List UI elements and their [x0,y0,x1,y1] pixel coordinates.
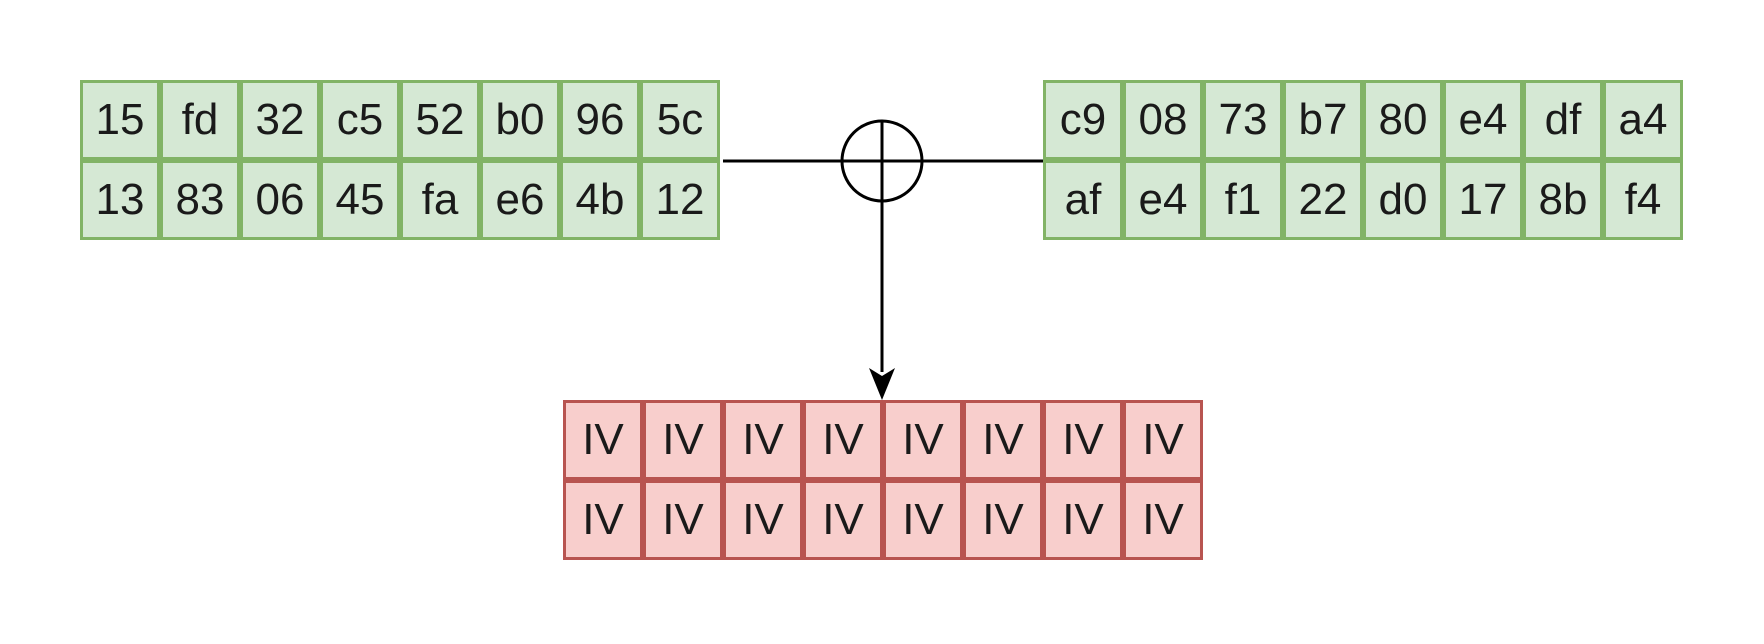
hex-cell: IV [1123,400,1203,480]
hex-cell: e4 [1123,160,1203,240]
hex-cell: e6 [480,160,560,240]
hex-cell: 13 [80,160,160,240]
hex-cell: c5 [320,80,400,160]
hex-cell: IV [963,400,1043,480]
hex-cell: 73 [1203,80,1283,160]
hex-cell: IV [1043,400,1123,480]
hex-cell: 08 [1123,80,1203,160]
hex-cell: IV [643,400,723,480]
hex-cell: IV [723,480,803,560]
hex-cell: c9 [1043,80,1123,160]
hex-cell: IV [643,480,723,560]
hex-cell: b0 [480,80,560,160]
hex-cell: df [1523,80,1603,160]
hex-cell: IV [723,400,803,480]
hex-cell: 83 [160,160,240,240]
hex-cell: f1 [1203,160,1283,240]
hex-cell: IV [803,480,883,560]
hex-cell: IV [963,480,1043,560]
arrowhead-icon [869,368,895,400]
hex-cell: 12 [640,160,720,240]
hex-cell: 45 [320,160,400,240]
hex-cell: IV [1123,480,1203,560]
hex-cell: 96 [560,80,640,160]
hex-cell: 5c [640,80,720,160]
hex-cell: 17 [1443,160,1523,240]
hex-cell: e4 [1443,80,1523,160]
hex-cell: 22 [1283,160,1363,240]
xor-icon [840,119,924,203]
hex-cell: IV [883,400,963,480]
hex-cell: IV [563,480,643,560]
hex-cell: 8b [1523,160,1603,240]
hex-cell: b7 [1283,80,1363,160]
hex-cell: fd [160,80,240,160]
hex-cell: 15 [80,80,160,160]
hex-cell: 80 [1363,80,1443,160]
hex-cell: a4 [1603,80,1683,160]
hex-cell: IV [1043,480,1123,560]
hex-cell: 32 [240,80,320,160]
hex-cell: fa [400,160,480,240]
hex-cell: d0 [1363,160,1443,240]
hex-cell: 06 [240,160,320,240]
hex-cell: af [1043,160,1123,240]
hex-cell: IV [883,480,963,560]
hex-cell: f4 [1603,160,1683,240]
hex-cell: IV [803,400,883,480]
hex-cell: 52 [400,80,480,160]
hex-cell: 4b [560,160,640,240]
hex-cell: IV [563,400,643,480]
